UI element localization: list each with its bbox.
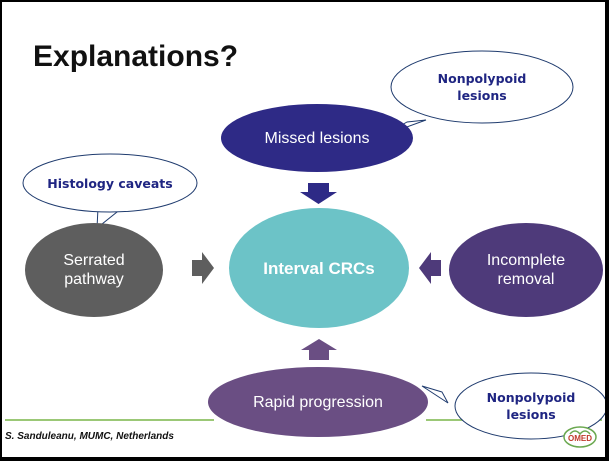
node-right-shape xyxy=(449,223,603,317)
callout-left xyxy=(22,153,198,230)
node-rapid-progression: Rapid progression xyxy=(253,393,383,411)
node-incomplete-removal: Incomplete removal xyxy=(486,252,566,288)
node-missed-lesions: Missed lesions xyxy=(264,129,370,147)
footer-credit: S. Sanduleanu, MUMC, Netherlands xyxy=(5,431,174,442)
slide: Explanations? Interval CRCs Missed lesio… xyxy=(2,2,605,457)
node-serrated-pathway: Serrated pathway xyxy=(63,252,125,288)
callout-left-text: Histology caveats xyxy=(47,175,173,191)
callout-bottom-right-text: Nonpolypoid lesions xyxy=(486,390,576,422)
node-bottom-shape xyxy=(208,367,428,437)
callout-top-right-text: Nonpolypoid lesions xyxy=(437,71,527,103)
node-interval-crcs: Interval CRCs xyxy=(263,258,375,278)
diagram-canvas xyxy=(5,50,605,448)
node-top-shape xyxy=(221,104,413,172)
node-center-shape xyxy=(229,208,409,328)
omed-logo xyxy=(563,426,597,448)
arrow-top xyxy=(300,183,337,204)
logo-text: OMED xyxy=(568,434,592,443)
arrow-right xyxy=(419,252,441,284)
arrow-left xyxy=(192,252,214,284)
slide-title: Explanations? xyxy=(33,40,239,73)
callout-bottom-right xyxy=(421,372,605,440)
arrow-bottom xyxy=(301,339,337,360)
node-left-shape xyxy=(25,223,163,317)
